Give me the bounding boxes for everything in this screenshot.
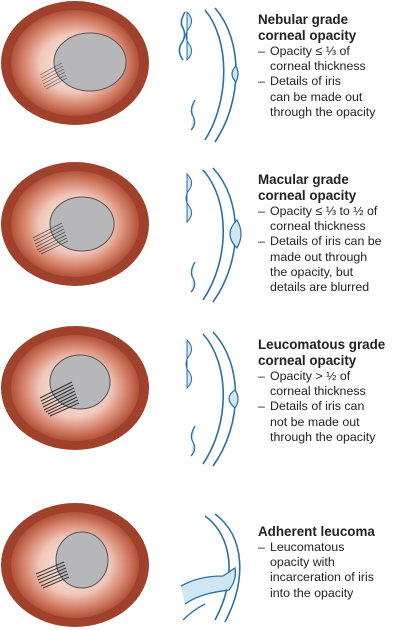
- iris-pupil: [49, 196, 115, 252]
- eye-front-view-adherent: [1, 503, 149, 627]
- opacity-hatch: [32, 222, 69, 255]
- iris-pupil: [55, 531, 109, 589]
- opacity-hatch: [35, 561, 70, 589]
- iris-pupil: [49, 354, 111, 410]
- cornea-section-adherent: [180, 513, 241, 623]
- cornea-section-nebular: [178, 7, 239, 143]
- eye-front-view-nebular: [1, 1, 149, 125]
- opacity-hatch: [39, 62, 68, 90]
- eye-front-view-leucomatous: [1, 326, 149, 450]
- cornea-section-leucomatous: [185, 331, 239, 467]
- opacity-hatch: [39, 381, 80, 417]
- eye-front-view-macular: [1, 162, 149, 286]
- grade-title: Adherent leucoma: [258, 524, 375, 539]
- cornea-section-macular: [185, 167, 242, 303]
- iris-pupil: [53, 32, 127, 92]
